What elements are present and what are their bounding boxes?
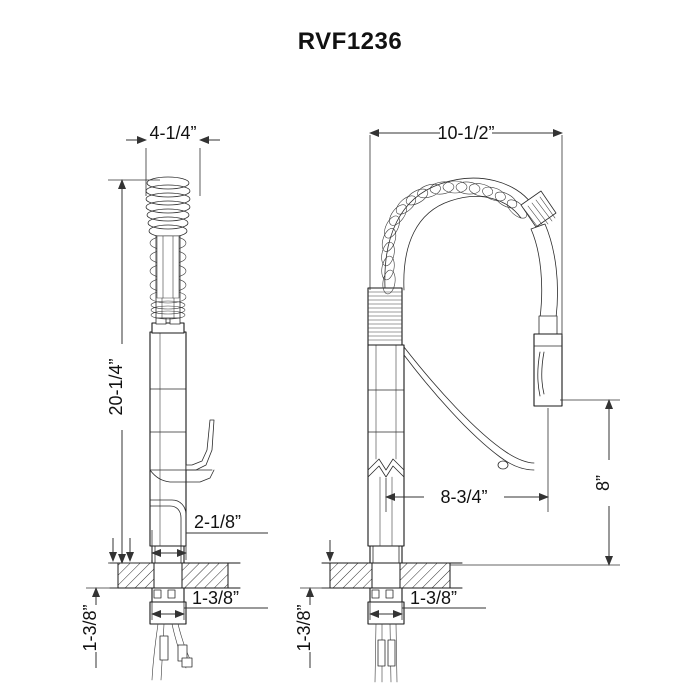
front-column bbox=[149, 331, 187, 547]
dim-front-shank-len: 1-3/8” bbox=[80, 587, 118, 668]
dim-side-spout-reach: 8-3/4” bbox=[385, 408, 549, 512]
dim-front-width: 4-1/4” bbox=[126, 123, 220, 196]
side-spring-end bbox=[520, 190, 557, 231]
side-spring-coil bbox=[381, 177, 557, 295]
side-knurled-collar bbox=[367, 287, 403, 346]
dim-label-side-shank-dia: 1-3/8” bbox=[410, 588, 457, 608]
front-deck bbox=[109, 562, 241, 589]
front-view-group: 4-1/4” 20-1/4” 2-1/8” bbox=[80, 123, 268, 681]
dim-label-front-shank-dia: 1-3/8” bbox=[192, 588, 239, 608]
dim-side-spout-height: 8” bbox=[450, 399, 620, 566]
side-view-group: 10-1/2” 8-3/4” 8” bbox=[294, 123, 620, 683]
dim-front-height: 20-1/4” bbox=[106, 179, 160, 564]
front-spout-outlet bbox=[149, 499, 187, 547]
dim-side-overall-width: 10-1/2” bbox=[369, 123, 563, 336]
dim-label-front-width: 4-1/4” bbox=[149, 123, 196, 143]
front-deck-locators bbox=[109, 538, 134, 562]
dim-label-side-overall-width: 10-1/2” bbox=[437, 123, 494, 143]
dim-front-shank-dia: 1-3/8” bbox=[151, 588, 268, 620]
page-title: RVF1236 bbox=[297, 28, 403, 55]
side-base bbox=[369, 545, 403, 564]
side-hose bbox=[403, 346, 535, 471]
front-handle bbox=[149, 419, 215, 483]
front-undersink bbox=[149, 587, 193, 681]
dim-label-front-height: 20-1/4” bbox=[106, 358, 126, 415]
dim-side-shank-dia: 1-3/8” bbox=[369, 588, 486, 620]
side-sprayer-head bbox=[530, 223, 563, 407]
front-collar bbox=[151, 316, 185, 334]
side-undersink bbox=[367, 587, 405, 683]
side-column bbox=[367, 344, 405, 547]
front-base bbox=[151, 545, 185, 564]
dim-label-side-spout-height: 8” bbox=[593, 475, 613, 491]
side-deck bbox=[321, 562, 463, 589]
front-spring-coil bbox=[145, 176, 191, 320]
dim-front-spout-reach: 2-1/8” bbox=[151, 512, 268, 560]
dim-label-front-spout-reach: 2-1/8” bbox=[194, 512, 241, 532]
dim-label-front-shank-len: 1-3/8” bbox=[80, 604, 100, 651]
dim-label-side-spout-reach: 8-3/4” bbox=[440, 487, 487, 507]
dim-label-side-shank-len: 1-3/8” bbox=[294, 604, 314, 651]
dim-side-shank-len: 1-3/8” bbox=[294, 587, 330, 668]
